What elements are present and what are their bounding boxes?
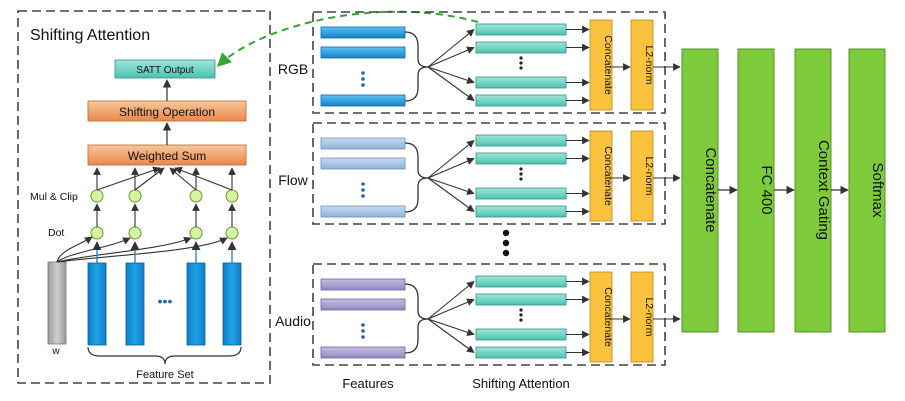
shifting-operation-label: Shifting Operation <box>119 105 215 119</box>
attention-unit <box>475 23 567 36</box>
l2-norm-box <box>630 130 654 222</box>
attention-unit <box>475 41 567 54</box>
concat-box <box>589 271 613 363</box>
attention-dot <box>519 318 523 322</box>
feature-bar <box>320 94 406 107</box>
attention-unit <box>475 205 567 218</box>
feature-bar <box>320 298 406 311</box>
feature-dot <box>361 194 365 198</box>
concat-label: Concatenate <box>602 146 614 206</box>
dot-nodes <box>90 226 239 240</box>
column-box <box>737 48 775 333</box>
feature-brace <box>404 142 429 213</box>
concat-box <box>589 19 613 111</box>
column-box <box>794 48 832 333</box>
feature-bar <box>320 46 406 59</box>
features-caption: Features <box>342 376 394 391</box>
panel-title: Shifting Attention <box>30 27 150 44</box>
concat-box <box>589 130 613 222</box>
column-box <box>681 48 719 333</box>
output-columns: Concatenate FC 400 Context Gating Softmax <box>681 48 886 333</box>
attention-dot <box>519 56 523 60</box>
feature-dot <box>361 188 365 192</box>
column-label: Context Gating <box>815 140 832 240</box>
feature-dot <box>361 83 365 87</box>
modality-block-flow: Flow Concatenate L2-norm <box>278 122 681 225</box>
column-label: Concatenate <box>702 147 719 232</box>
feature-dot <box>361 329 365 333</box>
modality-label: RGB <box>278 61 308 77</box>
modality-frame <box>312 11 666 114</box>
feature-dot <box>361 77 365 81</box>
attention-dot <box>519 172 523 176</box>
attention-unit <box>475 76 567 89</box>
feature-brace <box>404 283 429 354</box>
l2-norm-label: L2-norm <box>643 297 655 336</box>
dot-label: Dot <box>48 227 64 239</box>
attention-dot <box>519 167 523 171</box>
l2-norm-box <box>630 271 654 363</box>
feature-bar <box>320 26 406 39</box>
l2-norm-label: L2-norm <box>643 45 655 84</box>
attention-unit <box>475 293 567 306</box>
column-fc-400: FC 400 <box>737 48 795 333</box>
feature-bar <box>320 157 406 170</box>
column-box <box>848 48 886 333</box>
feature-dot <box>361 71 365 75</box>
feature-set-brace <box>87 346 242 365</box>
attention-dot <box>519 66 523 70</box>
column-label: FC 400 <box>758 165 775 214</box>
w-label: w <box>51 346 60 357</box>
attention-dot <box>519 308 523 312</box>
feature-dot <box>361 182 365 186</box>
mul-clip-label: Mul & Clip <box>30 191 78 203</box>
modality-frame <box>312 122 666 225</box>
feature-bar <box>320 278 406 291</box>
modality-label: Flow <box>278 172 308 188</box>
modality-frame <box>312 263 666 366</box>
column-context-gating: Context Gating <box>794 48 849 333</box>
l2-norm-label: L2-norm <box>643 156 655 195</box>
attention-unit <box>475 134 567 147</box>
feature-ellipsis: ••• <box>158 293 173 309</box>
weighted-sum-label: Weighted Sum <box>128 149 207 163</box>
shifting-attention-panel: Shifting Attention SATT Output Shifting … <box>17 10 271 384</box>
column-softmax: Softmax <box>848 48 886 333</box>
attention-dot <box>519 61 523 65</box>
feature-set-label: Feature Set <box>136 369 193 381</box>
concat-label: Concatenate <box>602 35 614 95</box>
satt-link-arrow <box>216 10 479 67</box>
column-concatenate: Concatenate <box>681 48 738 333</box>
attention-dot <box>519 177 523 181</box>
mul-clip-nodes <box>90 189 239 203</box>
satt-output-label: SATT Output <box>136 65 194 76</box>
attention-unit <box>475 94 567 107</box>
attention-unit <box>475 275 567 288</box>
feature-bar <box>320 205 406 218</box>
feature-dot <box>361 335 365 339</box>
column-label: Softmax <box>869 162 886 218</box>
feature-dot <box>361 323 365 327</box>
feature-bar <box>320 346 406 359</box>
feature-bar <box>320 137 406 150</box>
modality-block-rgb: RGB Concatenate L2-norm <box>278 11 681 114</box>
feature-brace <box>404 31 429 102</box>
attention-unit <box>475 328 567 341</box>
satt-output-box <box>114 59 216 79</box>
attention-unit <box>475 152 567 165</box>
attention-unit <box>475 187 567 200</box>
attention-unit <box>475 346 567 359</box>
modality-block-audio: Audio Concatenate L2-norm <box>275 263 681 366</box>
modality-ellipsis <box>502 229 510 257</box>
concat-label: Concatenate <box>602 287 614 347</box>
w-vector-bar <box>47 261 67 345</box>
modality-label: Audio <box>275 313 311 329</box>
shifting-attention-caption: Shifting Attention <box>472 376 570 391</box>
l2-norm-box <box>630 19 654 111</box>
feature-set-bars <box>87 262 242 346</box>
attention-dot <box>519 313 523 317</box>
